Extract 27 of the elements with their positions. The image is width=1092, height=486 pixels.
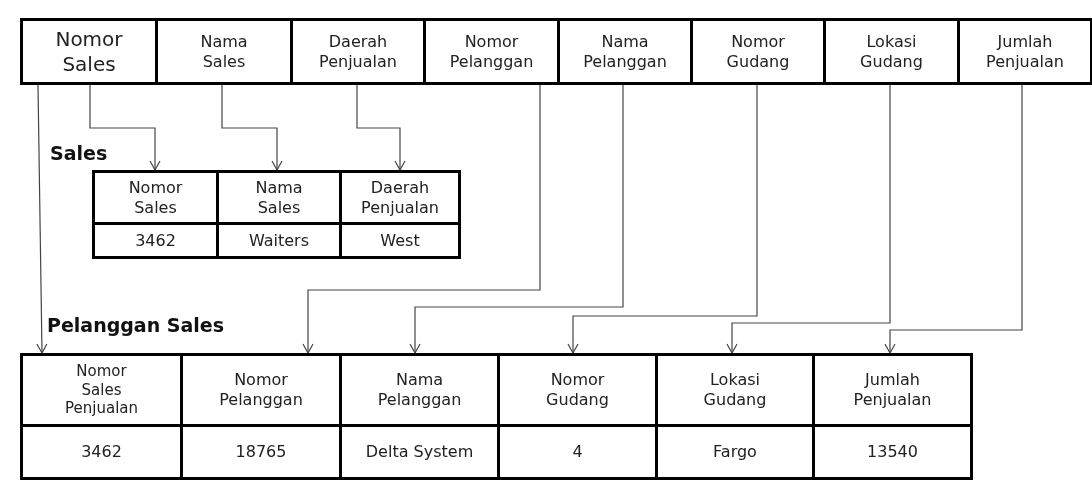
header-cell: Nomor Sales [20,18,158,85]
arrow [302,84,541,354]
table-cell: West [339,222,461,259]
arrow [567,84,758,354]
arrow [884,84,1023,354]
header-cell: Nomor Sales [92,170,219,225]
header-cell: Nomor Sales Penjualan [20,353,183,427]
arrow [356,84,406,171]
table-cell: 3462 [20,424,183,480]
table-title: Pelanggan Sales [47,314,225,336]
header-cell: Lokasi Gudang [823,18,960,85]
arrow [221,84,283,171]
arrow [89,84,161,171]
table-cell: 3462 [92,222,219,259]
header-cell: Daerah Penjualan [339,170,461,225]
arrow [409,84,624,354]
table-cell: 13540 [812,424,973,480]
header-cell: Daerah Penjualan [290,18,426,85]
header-cell: Jumlah Penjualan [812,353,973,427]
arrow [36,84,48,354]
arrow [726,84,891,354]
header-cell: Nama Pelanggan [557,18,693,85]
table-title: Sales [50,142,108,164]
header-cell: Nama Sales [155,18,293,85]
header-cell: Jumlah Penjualan [957,18,1092,85]
header-cell: Nomor Gudang [690,18,826,85]
header-cell: Nomor Pelanggan [423,18,560,85]
